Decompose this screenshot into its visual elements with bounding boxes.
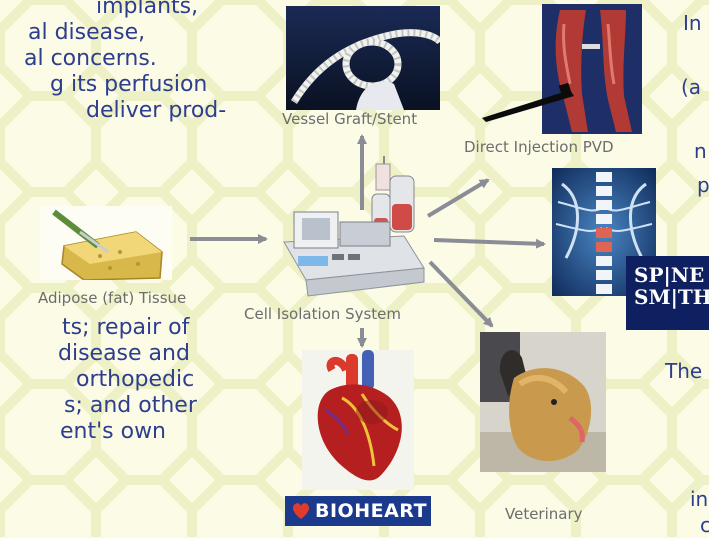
arrow-cell-to-injection	[428, 180, 488, 216]
spine-smith-logo-line-1: SP|NE	[634, 264, 709, 286]
vessel-graft-caption: Vessel Graft/Stent	[282, 110, 417, 128]
veterinary-caption: Veterinary	[505, 505, 583, 523]
syringe-icon	[480, 82, 576, 122]
arrow-cell-to-spine	[434, 240, 544, 244]
veterinary-image	[480, 332, 606, 472]
adipose-caption: Adipose (fat) Tissue	[38, 289, 186, 307]
cell-isolation-caption: Cell Isolation System	[244, 305, 401, 323]
cell-isolation-image	[272, 150, 432, 302]
heart-image	[302, 350, 414, 490]
bioheart-logo: BIOHEART	[285, 496, 431, 526]
bioheart-logo-text: BIOHEART	[315, 500, 427, 522]
direct-injection-caption: Direct Injection PVD	[464, 138, 614, 156]
heart-logo-icon	[291, 501, 311, 521]
vessel-graft-image	[286, 6, 440, 110]
adipose-tissue-image	[40, 206, 172, 280]
arrow-cell-to-veterinary	[430, 262, 492, 326]
spine-smith-logo-line-2: SM|TH	[634, 286, 709, 308]
spine-smith-logo: SP|NE SM|TH	[626, 256, 709, 330]
